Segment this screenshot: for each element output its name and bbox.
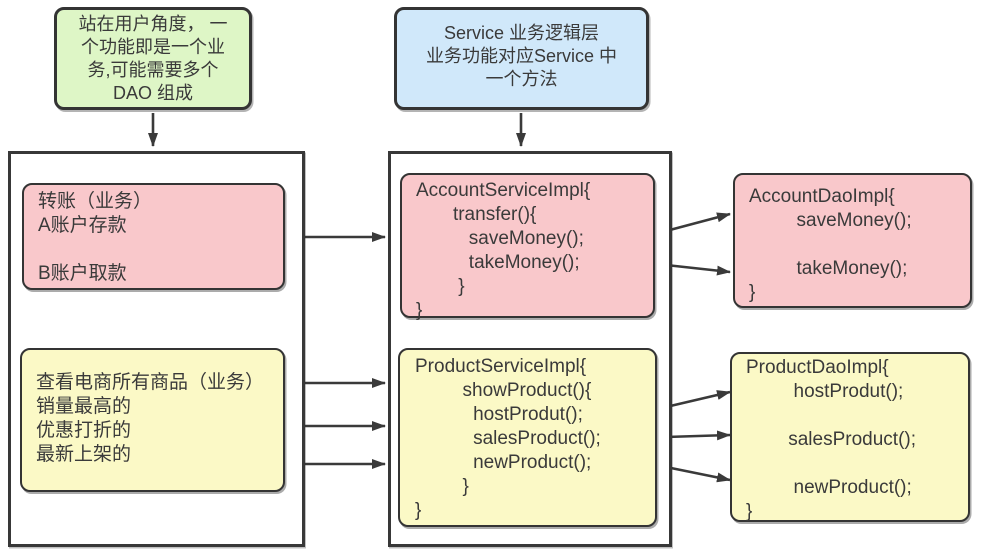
text-line: 优惠打折的 [36,420,132,441]
text-line: showProduct(){ [415,380,592,401]
text-line: 业务功能对应Service 中 [425,46,618,66]
text-line: } [415,476,469,497]
text-line: ProductServiceImpl{ [415,356,587,377]
note-service-layer: Service 业务逻辑层业务功能对应Service 中一个方法 [394,7,649,110]
text-line: ProductDaoImpl{ [746,357,889,378]
text-line: } [416,300,423,321]
text-line [746,452,968,476]
note-user-perspective: 站在用户角度， 一个功能即是一个业务,可能需要多个 DAO 组成 [54,7,252,110]
arrow-service-to-dao-savemoney [665,212,731,233]
arrow-service-to-dao-newproduct [665,465,731,483]
text-line: B账户取款 [38,263,127,284]
text-line: takeMoney(); [749,258,908,279]
box-product-service-impl: ProductServiceImpl{ showProduct(){ hostP… [398,348,657,527]
text-line [38,238,283,262]
text-line: 销量最高的 [36,396,132,417]
text-line [749,233,970,257]
text-line: A账户存款 [38,215,127,236]
panel-service: AccountServiceImpl{ transfer(){ saveMone… [388,151,672,547]
panel-business: 转账（业务） A账户存款 B账户取款 查看电商所有商品（业务） 销量最高的优惠打折的最… [8,151,305,547]
text-line: 最新上架的 [36,444,132,465]
text-line: hostProdut(); [415,404,583,425]
text-line: DAO 组成 [112,83,193,103]
arrow-service-to-dao-salesproduct [665,430,731,441]
text-line: hostProdut(); [746,381,904,402]
text-line: AccountDaoImpl{ [749,186,895,207]
text-line: newProduct(); [415,452,592,473]
text-line: } [415,500,422,521]
text-line: 转账（业务） [38,191,153,212]
text-line: 查看电商所有商品（业务） [36,372,265,393]
box-account-dao-impl: AccountDaoImpl{ saveMoney(); takeMoney()… [733,173,972,308]
text-line: AccountServiceImpl{ [416,180,591,201]
text-line: 个功能即是一个业 [81,37,225,57]
box-products-business: 查看电商所有商品（业务） 销量最高的优惠打折的最新上架的 [20,348,285,492]
text-line: salesProduct(); [746,429,916,450]
box-transfer-business: 转账（业务） A账户存款 B账户取款 [22,183,285,290]
text-line: saveMoney(); [416,228,584,249]
text-line [746,404,968,428]
text-line: } [749,282,756,303]
text-line: Service 业务逻辑层 [443,23,600,43]
arrow-service-to-dao-hostprodut [665,390,731,409]
text-line: 一个方法 [485,69,558,89]
text-line: 站在用户角度， 一 [78,14,228,34]
text-line: takeMoney(); [416,252,580,273]
text-line: saveMoney(); [749,210,912,231]
text-line: newProduct(); [746,477,912,498]
text-line: } [416,276,465,297]
box-product-dao-impl: ProductDaoImpl{ hostProdut(); salesProdu… [730,352,970,522]
text-line: } [746,501,753,522]
text-line: salesProduct(); [415,428,601,449]
text-line: transfer(){ [416,204,537,225]
text-line: 务,可能需要多个 [87,60,219,80]
arrow-service-to-dao-takemoney [665,263,731,276]
box-account-service-impl: AccountServiceImpl{ transfer(){ saveMone… [400,173,655,321]
